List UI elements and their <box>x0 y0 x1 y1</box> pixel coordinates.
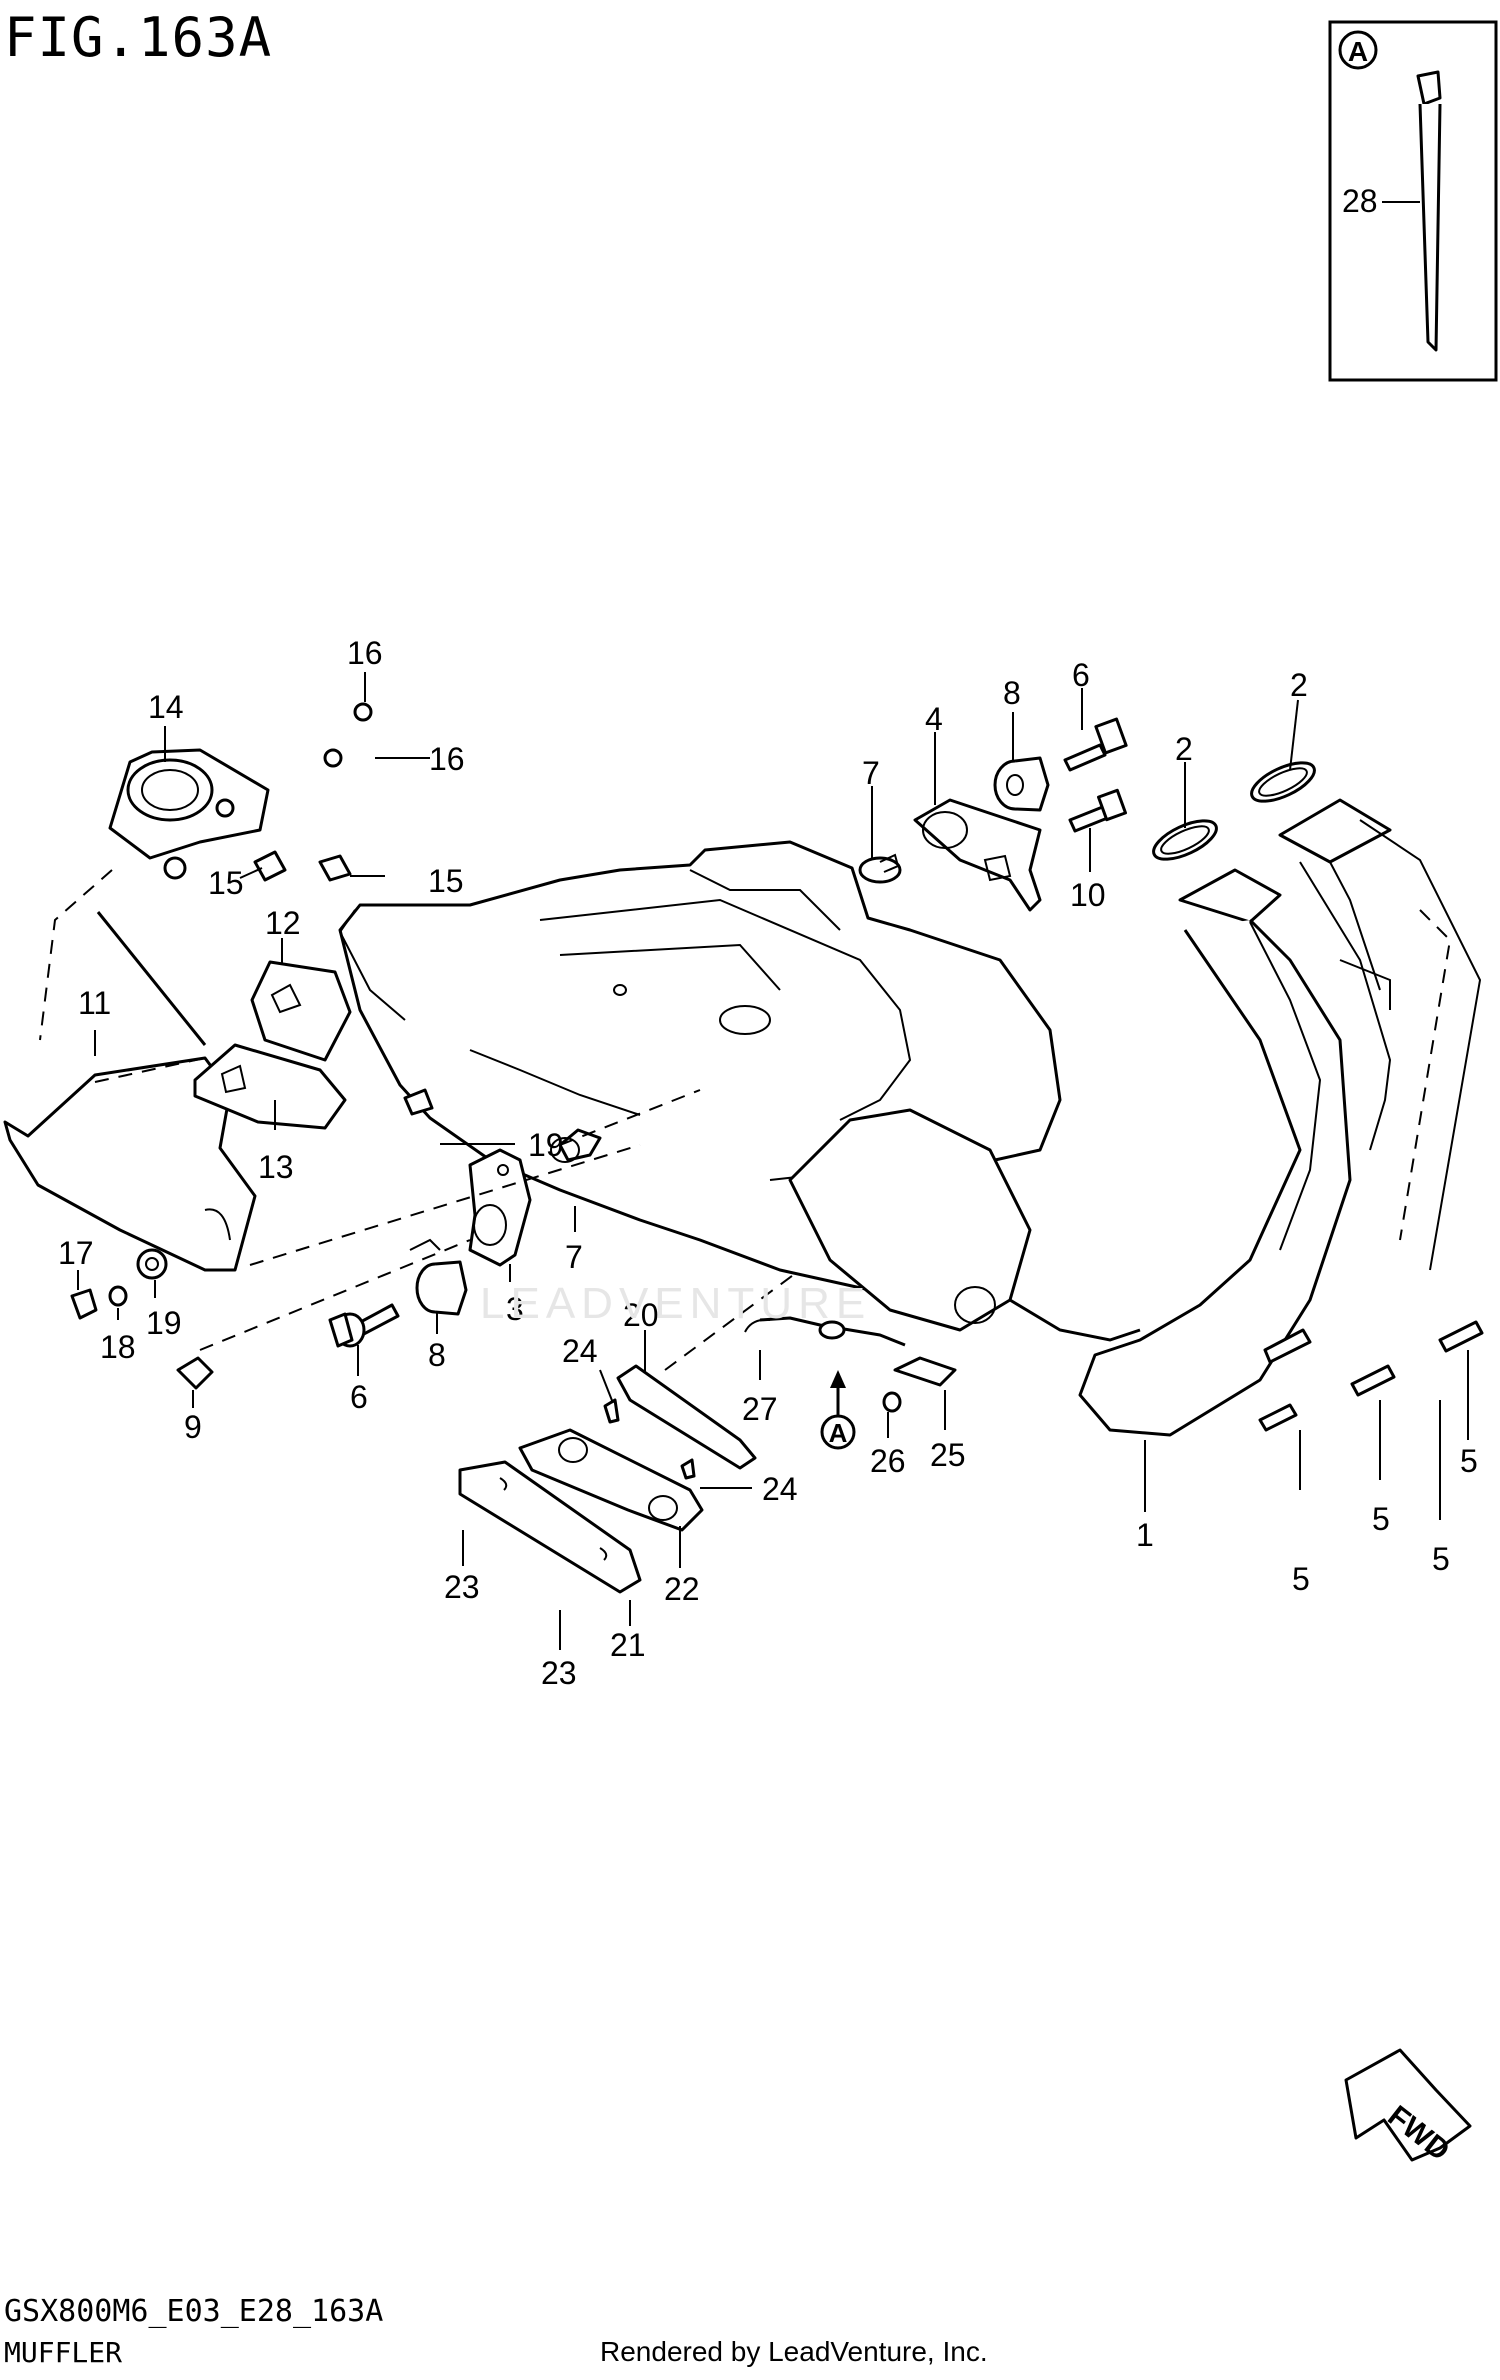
callout-13: 13 <box>258 1149 294 1185</box>
callout-4: 4 <box>925 701 943 737</box>
mounting-bracket-part <box>913 798 1042 912</box>
callout-28: 28 <box>1342 183 1378 219</box>
callout-6-upper: 6 <box>1072 657 1090 693</box>
callout-24-lower: 24 <box>762 1471 798 1507</box>
callout-8-lower: 8 <box>428 1337 446 1373</box>
cable-tie-icon <box>1416 70 1442 352</box>
callout-16-right: 16 <box>429 741 465 777</box>
leader-lines <box>77 672 1469 1650</box>
callout-9: 9 <box>184 1409 202 1445</box>
heat-guard-parts <box>3 911 352 1272</box>
callout-5-b: 5 <box>1372 1501 1390 1537</box>
gasket-parts <box>1152 761 1316 861</box>
lower-bracket-part <box>468 1148 532 1267</box>
model-code: GSX800M6_E03_E28_163A <box>4 2294 384 2329</box>
inset-box: A 28 <box>1328 20 1498 382</box>
callout-27: 27 <box>742 1391 778 1427</box>
callout-23-right: 23 <box>541 1655 577 1691</box>
callout-5-c: 5 <box>1432 1541 1450 1577</box>
callout-11: 11 <box>78 985 111 1021</box>
callout-19-upper: 19 <box>528 1127 564 1163</box>
callout-22: 22 <box>664 1571 700 1607</box>
callout-26: 26 <box>870 1443 906 1479</box>
inset-marker: A <box>1348 36 1368 67</box>
callout-15-right: 15 <box>428 863 464 899</box>
callout-5-a: 5 <box>1292 1561 1310 1597</box>
callout-23-left: 23 <box>444 1569 480 1605</box>
rubber-grommet-part <box>993 756 1050 812</box>
callout-7-upper: 7 <box>862 755 880 791</box>
lower-guard-plates <box>458 1364 757 1594</box>
callout-6-lower: 6 <box>350 1379 368 1415</box>
callout-2-right: 2 <box>1290 667 1308 703</box>
callout-12: 12 <box>265 905 301 941</box>
callout-7-lower: 7 <box>565 1239 583 1275</box>
callout-labels: 16 16 14 15 15 12 11 13 19 17 18 19 9 6 … <box>58 635 1478 1691</box>
callout-21: 21 <box>610 1627 646 1663</box>
clip-parts <box>253 702 373 882</box>
callout-19-lower: 19 <box>146 1305 182 1341</box>
callout-24-upper: 24 <box>562 1333 598 1369</box>
part-name: MUFFLER <box>4 2336 123 2369</box>
mounting-bolt-parts <box>1258 1320 1484 1432</box>
forward-direction-icon: FWD <box>1344 2048 1472 2167</box>
callout-8-upper: 8 <box>1003 675 1021 711</box>
render-credit: Rendered by LeadVenture, Inc. <box>600 2336 988 2367</box>
callout-3: 3 <box>506 1291 524 1327</box>
callout-16-top: 16 <box>347 635 383 671</box>
callout-18: 18 <box>100 1329 136 1365</box>
view-marker-label: A <box>829 1418 848 1448</box>
alignment-lines <box>39 869 801 1371</box>
bolt-parts <box>858 717 1128 884</box>
canister-cover-part <box>108 748 270 880</box>
silencer-part <box>788 1108 1141 1342</box>
callout-14: 14 <box>148 689 184 725</box>
callout-15-left: 15 <box>208 865 244 901</box>
figure-title: FIG.163A <box>4 6 273 69</box>
callout-2-left: 2 <box>1175 731 1193 767</box>
callout-25: 25 <box>930 1437 966 1473</box>
lower-grommet-part <box>415 1260 468 1316</box>
callout-5-d: 5 <box>1460 1443 1478 1479</box>
exhaust-pipe-part <box>1078 798 1482 1437</box>
sensor-harness-part <box>744 1316 957 1413</box>
callout-20: 20 <box>623 1297 659 1333</box>
callout-1: 1 <box>1136 1517 1154 1553</box>
watermark-text: LEADVENTURE <box>480 1279 871 1328</box>
callout-17: 17 <box>58 1235 94 1271</box>
callout-10: 10 <box>1070 877 1106 913</box>
lower-bolt-parts <box>70 1088 602 1390</box>
view-arrow-icon: A <box>820 1370 856 1450</box>
